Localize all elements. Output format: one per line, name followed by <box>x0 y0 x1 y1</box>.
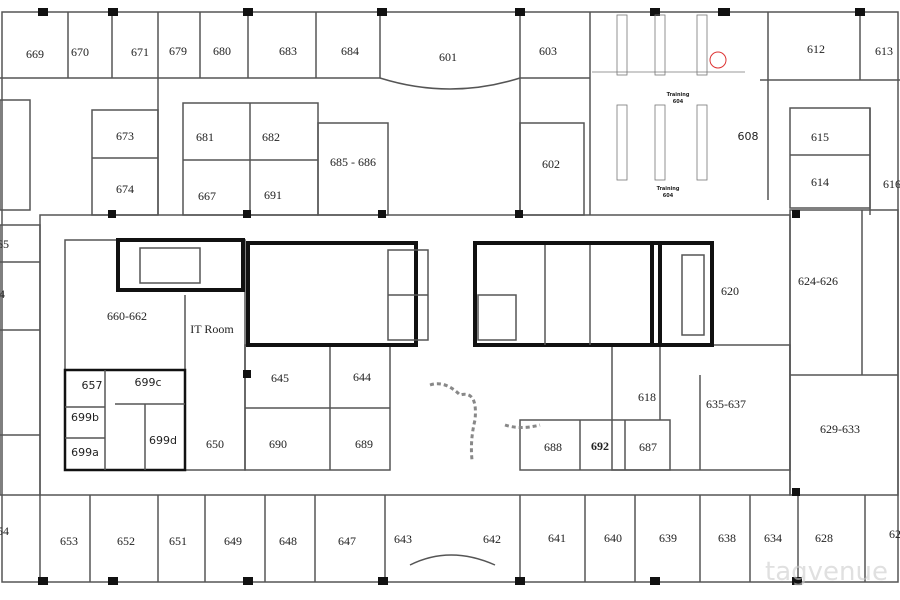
room-682: 682 <box>262 130 280 144</box>
room-660-662: 660-662 <box>107 309 147 323</box>
room-642: 642 <box>483 532 501 546</box>
room-612: 612 <box>807 42 825 56</box>
room-648: 648 <box>279 534 297 548</box>
room-613: 613 <box>875 44 893 58</box>
room-639: 639 <box>659 531 677 545</box>
room-4-partial: 4 <box>0 287 5 301</box>
room-679: 679 <box>169 44 187 58</box>
training-number-top: 604 <box>673 99 684 105</box>
room-620: 620 <box>721 284 739 298</box>
room-602: 602 <box>542 157 560 171</box>
room-608: 608 <box>738 130 759 143</box>
watermark-logo: tagvenue <box>765 557 888 587</box>
room-685-686: 685 - 686 <box>330 155 376 169</box>
room-688: 688 <box>544 440 562 454</box>
room-681: 681 <box>196 130 214 144</box>
room-699b: 699b <box>71 411 99 424</box>
room-643: 643 <box>394 532 412 546</box>
room-labels: 669 670 671 679 680 683 684 601 603 612 … <box>0 42 900 548</box>
room-653: 653 <box>60 534 78 548</box>
room-699a: 699a <box>71 446 99 459</box>
training-label-top: Training <box>667 92 690 98</box>
room-692: 692 <box>591 439 609 453</box>
room-638: 638 <box>718 531 736 545</box>
room-680: 680 <box>213 44 231 58</box>
room-691: 691 <box>264 188 282 202</box>
room-644: 644 <box>353 370 371 384</box>
room-634: 634 <box>764 531 782 545</box>
room-699d: 699d <box>149 434 177 447</box>
room-651: 651 <box>169 534 187 548</box>
room-629-633: 629-633 <box>820 422 860 436</box>
room-687: 687 <box>639 440 657 454</box>
room-603: 603 <box>539 44 557 58</box>
room-690: 690 <box>269 437 287 451</box>
room-62-partial: 62 <box>889 527 900 541</box>
training-label-bottom: Training <box>657 186 680 192</box>
room-667: 667 <box>198 189 216 203</box>
room-65-partial: 65 <box>0 237 9 251</box>
room-614: 614 <box>811 175 829 189</box>
room-689: 689 <box>355 437 373 451</box>
room-673: 673 <box>116 129 134 143</box>
room-674: 674 <box>116 182 134 196</box>
room-616: 616 <box>883 177 900 191</box>
room-635-637: 635-637 <box>706 397 746 411</box>
room-54-partial: 54 <box>0 524 9 538</box>
room-683: 683 <box>279 44 297 58</box>
room-640: 640 <box>604 531 622 545</box>
room-669: 669 <box>26 47 44 61</box>
room-618: 618 <box>638 390 656 404</box>
room-699c: 699c <box>134 376 161 389</box>
room-684: 684 <box>341 44 359 58</box>
room-601: 601 <box>439 50 457 64</box>
room-647: 647 <box>338 534 356 548</box>
training-room-604: Training 604 Training 604 <box>592 14 745 199</box>
room-652: 652 <box>117 534 135 548</box>
room-649: 649 <box>224 534 242 548</box>
room-650: 650 <box>206 437 224 451</box>
room-671: 671 <box>131 45 149 59</box>
room-670: 670 <box>71 45 89 59</box>
room-624-626: 624-626 <box>798 274 838 288</box>
room-641: 641 <box>548 531 566 545</box>
room-it: IT Room <box>190 322 234 336</box>
training-number-bottom: 604 <box>663 193 674 199</box>
room-628: 628 <box>815 531 833 545</box>
room-645: 645 <box>271 371 289 385</box>
room-657: 657 <box>82 379 103 392</box>
walls <box>0 8 900 585</box>
room-615: 615 <box>811 130 829 144</box>
